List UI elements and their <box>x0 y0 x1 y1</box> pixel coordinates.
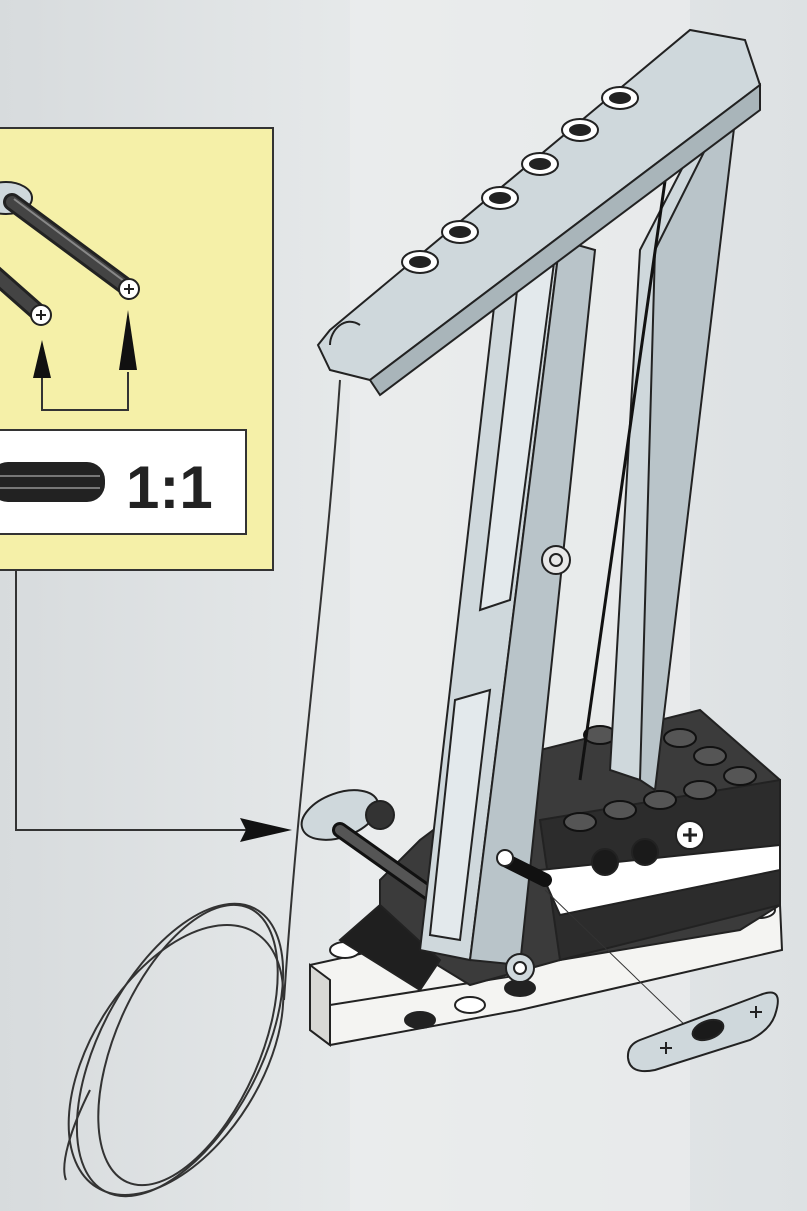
axle-scale-icon <box>0 462 105 502</box>
parts-callout: 1:1 <box>0 128 273 570</box>
scale-label: 1:1 <box>126 454 213 521</box>
